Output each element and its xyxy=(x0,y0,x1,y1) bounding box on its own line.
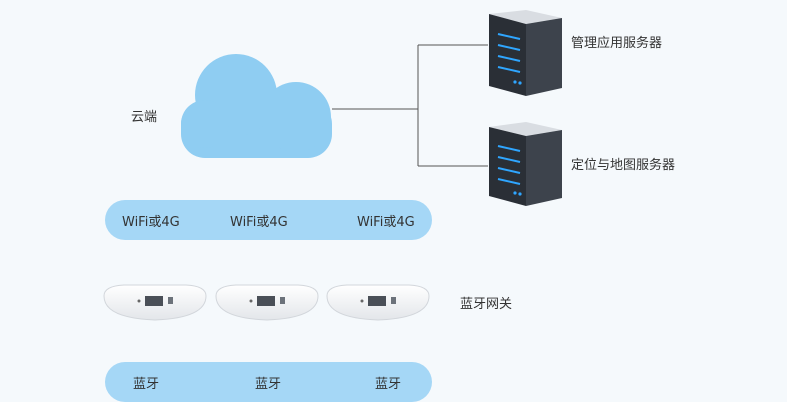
bluetooth-segment: 蓝牙 xyxy=(255,377,282,392)
network-bar: WiFi或4G WiFi或4G WiFi或4G xyxy=(105,200,432,240)
network-segment: WiFi或4G xyxy=(357,215,415,230)
network-segment: WiFi或4G xyxy=(230,215,288,230)
bluetooth-bar: 蓝牙 蓝牙 蓝牙 xyxy=(105,362,432,402)
gateway-icon xyxy=(215,284,319,321)
server-label-location: 定位与地图服务器 xyxy=(571,158,676,173)
gateway-icon xyxy=(103,284,207,321)
gateway-label: 蓝牙网关 xyxy=(460,297,513,312)
network-segment: WiFi或4G xyxy=(122,215,180,230)
cloud-label: 云端 xyxy=(131,110,158,125)
bluetooth-segment: 蓝牙 xyxy=(133,377,160,392)
bluetooth-segment: 蓝牙 xyxy=(375,377,402,392)
server-label-management: 管理应用服务器 xyxy=(571,36,663,51)
gateway-icon xyxy=(326,284,430,321)
